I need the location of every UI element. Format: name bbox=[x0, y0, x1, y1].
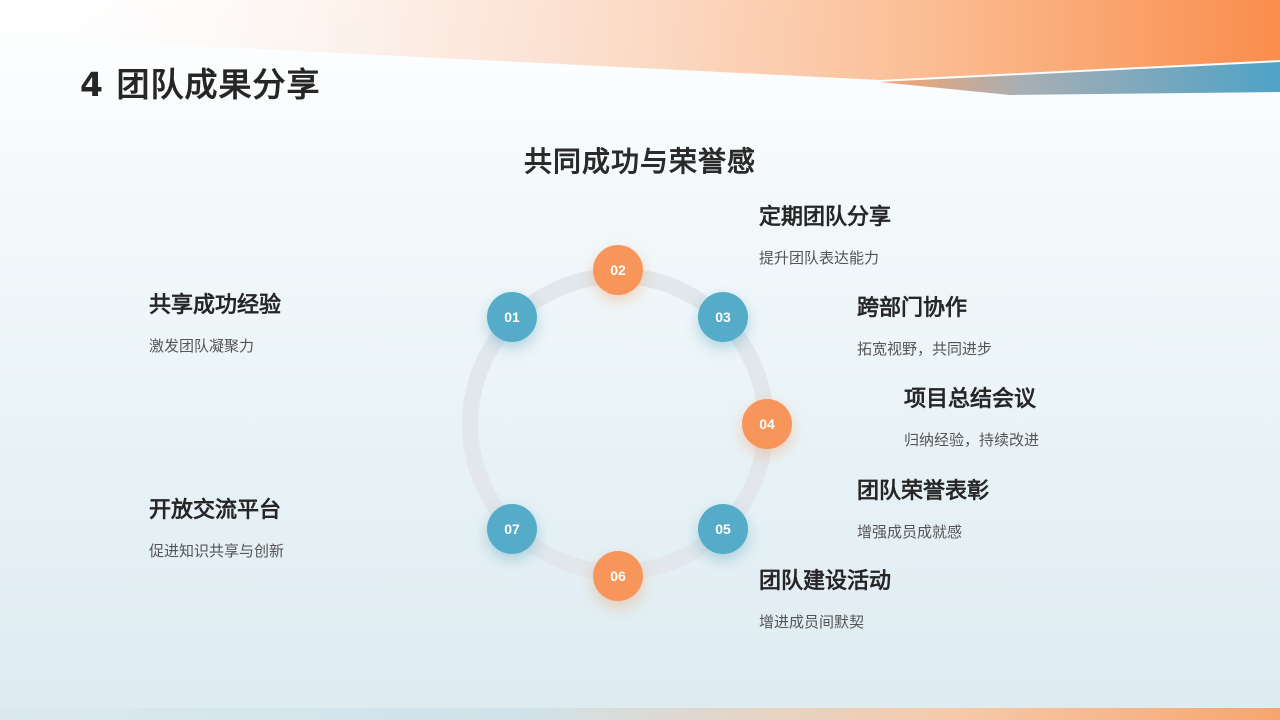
item-desc: 增强成员成就感 bbox=[857, 523, 963, 541]
node-07: 07 bbox=[487, 504, 537, 554]
item-title: 项目总结会议 bbox=[904, 387, 1037, 412]
node-04: 04 bbox=[742, 399, 792, 449]
node-03: 03 bbox=[698, 292, 748, 342]
node-05: 05 bbox=[698, 504, 748, 554]
item-05: 团队荣誉表彰 增强成员成就感 bbox=[857, 473, 989, 542]
page-title: 4 团队成果分享 bbox=[80, 65, 321, 104]
item-03: 跨部门协作 拓宽视野，共同进步 bbox=[857, 290, 992, 359]
item-desc: 增进成员间默契 bbox=[759, 613, 865, 631]
footer-decoration bbox=[0, 708, 1280, 720]
item-title: 团队荣誉表彰 bbox=[857, 479, 990, 504]
item-01: 共享成功经验 激发团队凝聚力 bbox=[149, 287, 281, 356]
item-desc: 激发团队凝聚力 bbox=[149, 337, 255, 355]
item-06: 团队建设活动 增进成员间默契 bbox=[759, 563, 891, 632]
node-02: 02 bbox=[593, 245, 643, 295]
item-02: 定期团队分享 提升团队表达能力 bbox=[759, 199, 891, 268]
item-title: 共享成功经验 bbox=[149, 293, 282, 318]
item-title: 跨部门协作 bbox=[857, 296, 968, 321]
item-desc: 归纳经验，持续改进 bbox=[904, 431, 1040, 449]
item-desc: 提升团队表达能力 bbox=[759, 249, 880, 267]
item-title: 定期团队分享 bbox=[759, 205, 892, 230]
node-06: 06 bbox=[593, 551, 643, 601]
item-title: 团队建设活动 bbox=[759, 569, 892, 594]
item-04: 项目总结会议 归纳经验，持续改进 bbox=[904, 381, 1039, 450]
item-title: 开放交流平台 bbox=[149, 498, 282, 523]
item-07: 开放交流平台 促进知识共享与创新 bbox=[149, 492, 284, 561]
item-desc: 拓宽视野，共同进步 bbox=[857, 340, 993, 358]
subtitle: 共同成功与荣誉感 bbox=[523, 145, 756, 178]
node-01: 01 bbox=[487, 292, 537, 342]
item-desc: 促进知识共享与创新 bbox=[149, 542, 285, 560]
